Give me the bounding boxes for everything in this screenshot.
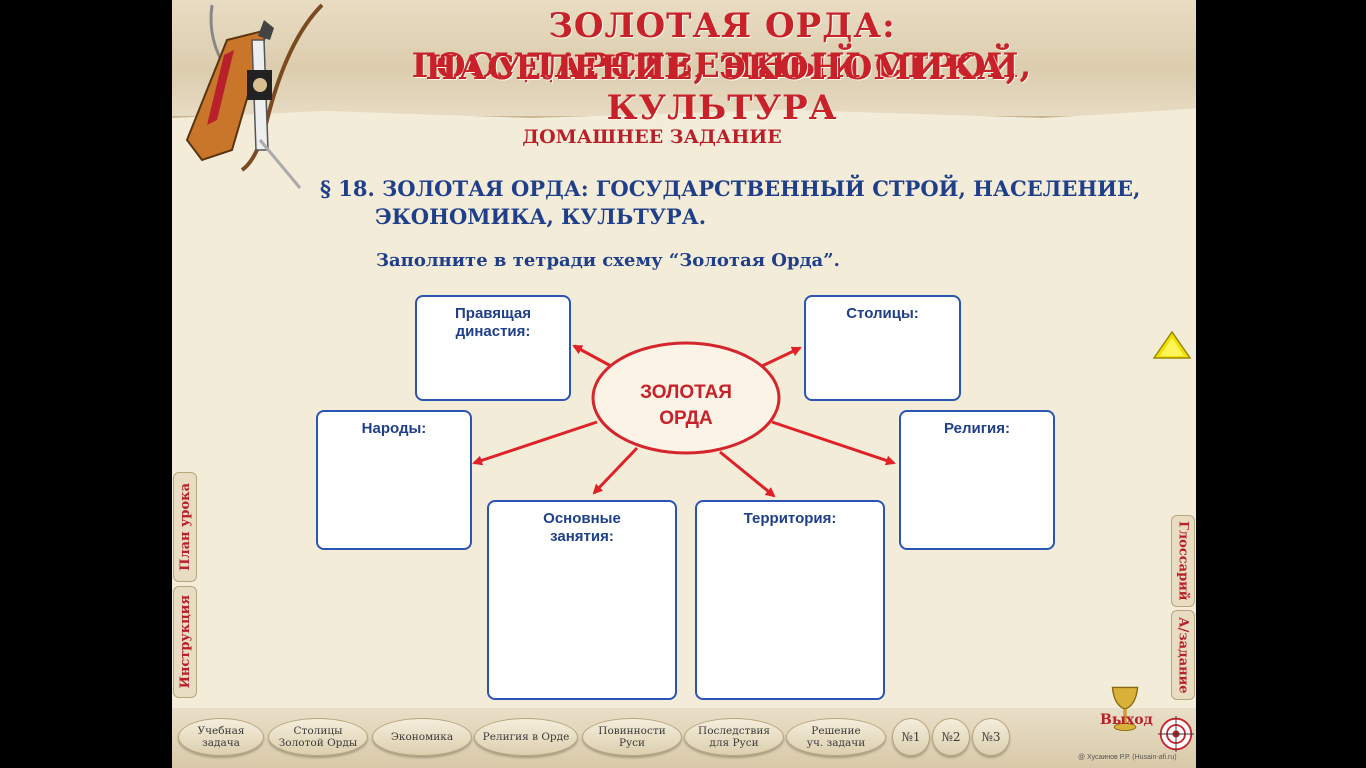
nav-label: Золотой Орды [278,737,358,749]
tab-glossary-label: Глоссарий [1175,521,1191,601]
homework-heading: ДОМАШНЕЕ ЗАДАНИЕ [522,126,782,148]
tab-lesson-plan[interactable]: План урока [173,472,197,582]
slide: ЗОЛОТАЯ ОРДА: ГОСУДАРСТВЕННЫЙ СТРОЙ, НАС… [172,0,1196,768]
box-peoples-label: Народы: [361,420,427,437]
quiver-sword-illustration [185,3,324,189]
nav-task-3[interactable]: №3 [972,718,1010,756]
nav-label: Повинности [598,725,666,737]
nav-task-2[interactable]: №2 [932,718,970,756]
nav-task-1[interactable]: №1 [892,718,930,756]
tab-instructions-label: Инструкция [177,595,193,689]
center-label-line-1: ЗОЛОТАЯ [640,382,732,403]
nav-label: №3 [981,730,1001,744]
nav-label: Столицы [293,725,343,737]
paragraph-line-1: § 18. ЗОЛОТАЯ ОРДА: ГОСУДАРСТВЕННЫЙ СТРО… [320,176,1141,201]
nav-label: задача [202,737,240,749]
paragraph-line-2: ЭКОНОМИКА, КУЛЬТУРА. [375,204,707,229]
goblet-icon [1111,686,1139,732]
nav-label: Религия в Орде [482,731,570,743]
arrow-religion [771,420,896,466]
box-territory-label: Территория: [743,510,837,527]
arrow-peoples [472,420,598,466]
tab-instructions[interactable]: Инструкция [173,586,197,698]
box-dynasty-label: Правящая династия: [455,305,531,340]
arrow-capitals [761,346,802,368]
exit-button[interactable]: Выход [1100,712,1153,728]
nav-label: №1 [901,730,921,744]
box-peoples: Народы: [316,410,472,550]
nav-label: Решение [811,725,861,737]
box-dynasty: Правящая династия: [415,295,571,401]
title-line-1: ЗОЛОТАЯ ОРДА: ГОСУДАРСТВЕННЫЙ СТРОЙ, [411,6,1033,86]
nav-label: Экономика [390,731,454,743]
box-occupations-label: Основные занятия: [543,510,621,545]
tab-glossary[interactable]: Глоссарий [1171,515,1195,607]
box-territory: Территория: [695,500,885,700]
nav-label: Руси [618,737,646,749]
box-religion: Религия: [899,410,1055,550]
arrow-occupations [592,446,639,495]
nav-label: для Руси [709,737,759,749]
next-slide-arrow-icon[interactable] [1152,330,1192,362]
nav-religion[interactable]: Религия в Орде [474,718,578,756]
box-capitals: Столицы: [804,295,961,401]
center-label-line-2: ОРДА [659,408,713,429]
title-line-2: НАСЕЛЕНИЕ, ЭКОНОМИКА, КУЛЬТУРА [425,48,1019,128]
author-credit: @ Хусаинов Р.Р. (Husain-afi.ru) [1078,754,1177,761]
target-exit-icon[interactable] [1158,716,1194,752]
tab-lesson-plan-label: План урока [177,483,193,571]
nav-economy[interactable]: Экономика [372,718,472,756]
arrow-territory [719,450,776,498]
golden-horde-scheme: ЗОЛОТАЯ ОРДА [472,341,896,498]
center-ellipse [591,341,781,455]
arrows [472,344,896,498]
box-religion-label: Религия: [944,420,1010,437]
box-capitals-label: Столицы: [846,305,919,322]
nav-label: уч. задачи [806,737,866,749]
instruction-text: Заполните в тетради схему “Золотая Орда”… [376,250,840,271]
tab-a-task[interactable]: А/задание [1171,610,1195,700]
nav-label: №2 [941,730,961,744]
nav-label: Учебная [197,725,245,737]
nav-label: Последствия [698,725,770,737]
tab-a-task-label: А/задание [1175,616,1191,694]
box-occupations: Основные занятия: [487,500,677,700]
